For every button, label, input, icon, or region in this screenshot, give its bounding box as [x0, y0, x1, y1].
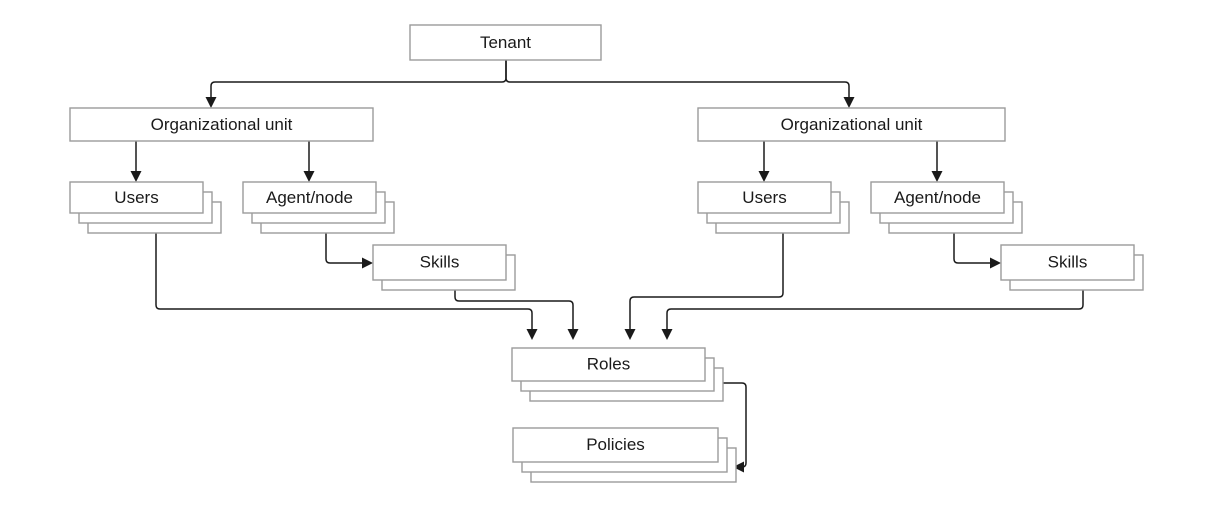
edge-skills-left-to-roles — [454, 290, 579, 340]
node-agent-left[interactable]: Agent/node — [242, 181, 395, 234]
node-ou-left-box — [69, 107, 374, 142]
node-ou-right-box — [697, 107, 1006, 142]
node-skills-left-box — [372, 244, 507, 281]
edge-users-left-to-roles — [155, 212, 538, 340]
node-ou-right[interactable]: Organizational unit — [697, 107, 1006, 142]
node-skills-right-box — [1000, 244, 1135, 281]
edge-agent-right-to-skills-right — [953, 232, 1001, 269]
node-skills-left[interactable]: Skills — [372, 244, 516, 291]
node-policies-box — [512, 427, 719, 463]
edge-ou-right-to-agent-right — [931, 141, 943, 182]
node-agent-right-box — [870, 181, 1005, 214]
edge-tenant-to-ou-left — [205, 60, 507, 108]
edge-ou-left-to-users-left — [130, 141, 142, 182]
node-ou-left[interactable]: Organizational unit — [69, 107, 374, 142]
node-roles[interactable]: Roles — [511, 347, 724, 402]
edge-ou-left-to-agent-left — [303, 141, 315, 182]
node-layer: Tenant Organizational unit Organizationa… — [69, 24, 1144, 483]
edge-ou-right-to-users-right — [758, 141, 770, 182]
edge-tenant-to-ou-right — [505, 60, 855, 108]
node-tenant-box — [409, 24, 602, 61]
node-agent-left-box — [242, 181, 377, 214]
edge-skills-right-to-roles — [661, 290, 1084, 340]
node-tenant[interactable]: Tenant — [409, 24, 602, 61]
node-roles-box — [511, 347, 706, 382]
node-policies[interactable]: Policies — [512, 427, 737, 483]
edge-layer — [130, 60, 1084, 473]
node-skills-right[interactable]: Skills — [1000, 244, 1144, 291]
node-users-right-box — [697, 181, 832, 214]
node-users-right[interactable]: Users — [697, 181, 850, 234]
node-users-left[interactable]: Users — [69, 181, 222, 234]
edge-agent-left-to-skills-left — [325, 232, 373, 269]
node-users-left-box — [69, 181, 204, 214]
edge-roles-to-policies — [722, 382, 747, 473]
edge-users-right-to-roles — [624, 212, 784, 340]
node-agent-right[interactable]: Agent/node — [870, 181, 1023, 234]
